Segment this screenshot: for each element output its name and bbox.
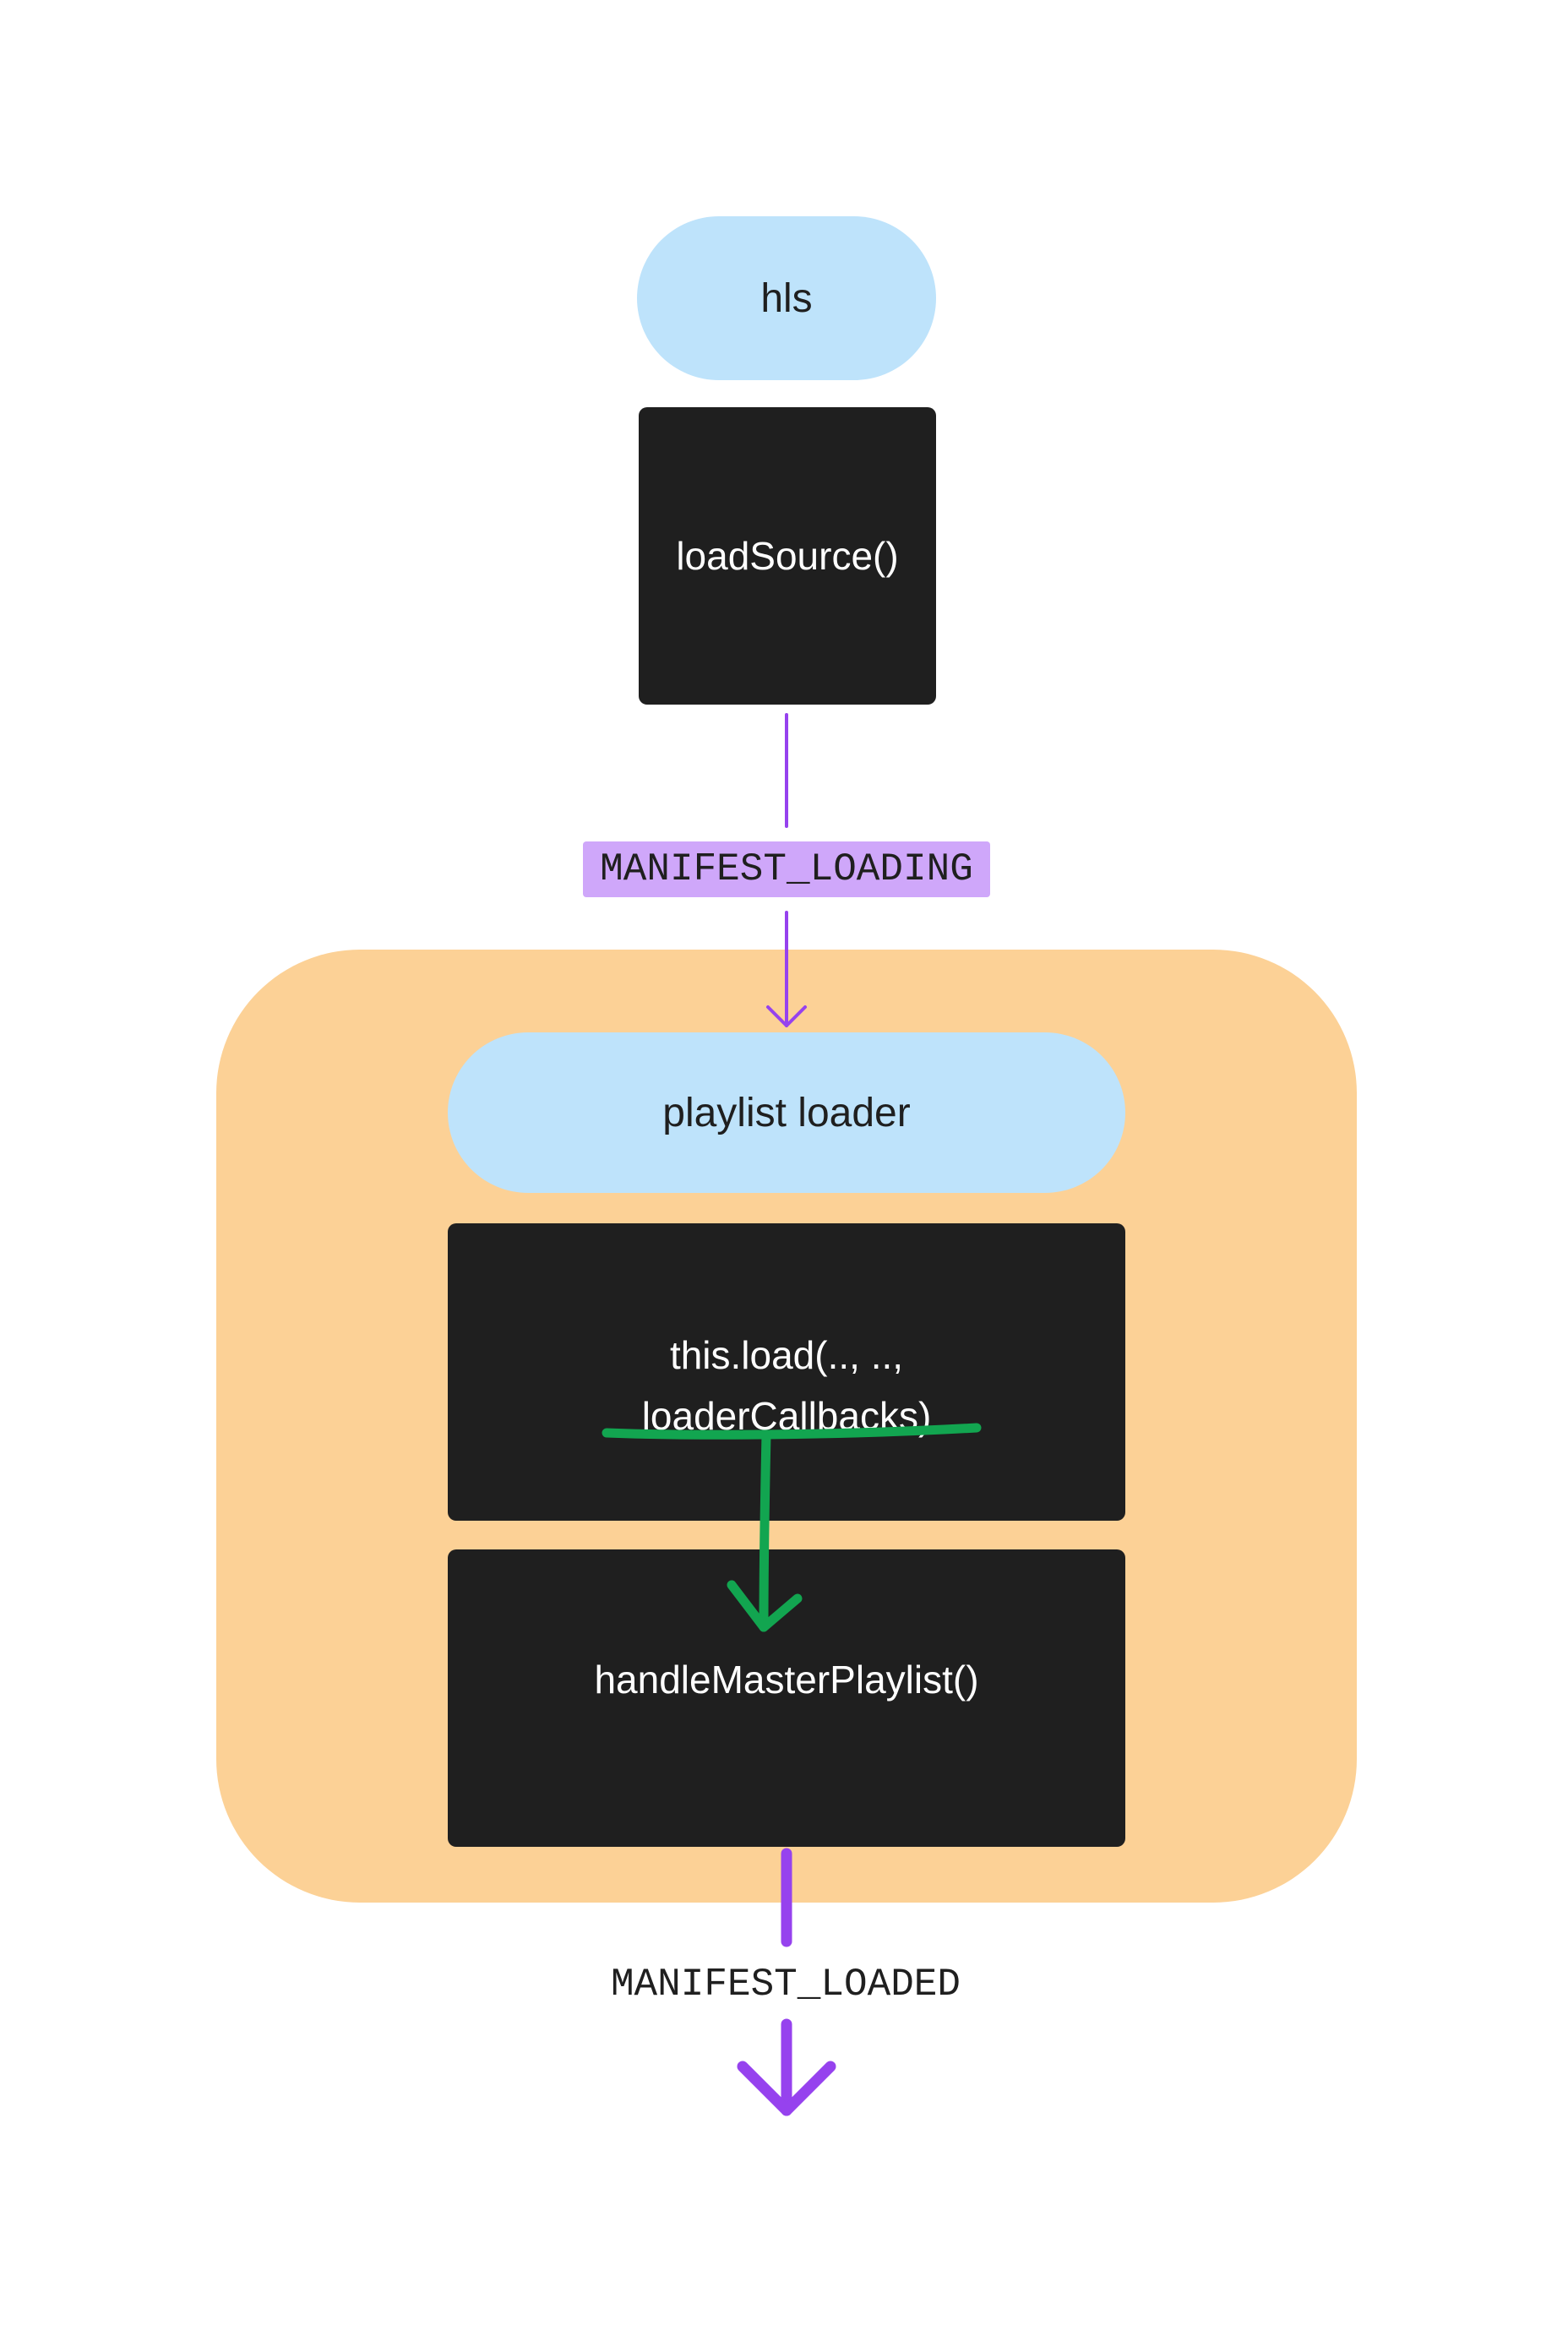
manifest-loading-label: MANIFEST_LOADING	[600, 847, 973, 891]
manifest-loaded-label-box: MANIFEST_LOADED	[558, 1955, 1014, 2014]
arrow-down-icon	[737, 2018, 836, 2116]
hls-label: hls	[760, 275, 813, 321]
this-load-line-1: this.load(.., ..,	[669, 1333, 904, 1377]
manifest-loading-tag: MANIFEST_LOADING	[583, 841, 990, 897]
this-load-box: this.load(.., .., loaderCallbacks)	[448, 1223, 1125, 1521]
load-source-box: loadSource()	[639, 407, 936, 705]
playlist-loader-node: playlist loader	[448, 1032, 1125, 1193]
handle-master-playlist-label: handleMasterPlaylist()	[594, 1658, 979, 1702]
handle-master-playlist-box: handleMasterPlaylist()	[448, 1549, 1125, 1847]
load-source-label: loadSource()	[676, 534, 899, 578]
arrow-down-icon	[766, 911, 807, 1027]
hand-drawn-arrow-icon	[602, 1423, 982, 1632]
playlist-loader-label: playlist loader	[662, 1090, 911, 1135]
hls-node: hls	[637, 216, 936, 380]
manifest-loaded-label: MANIFEST_LOADED	[610, 1963, 961, 2006]
